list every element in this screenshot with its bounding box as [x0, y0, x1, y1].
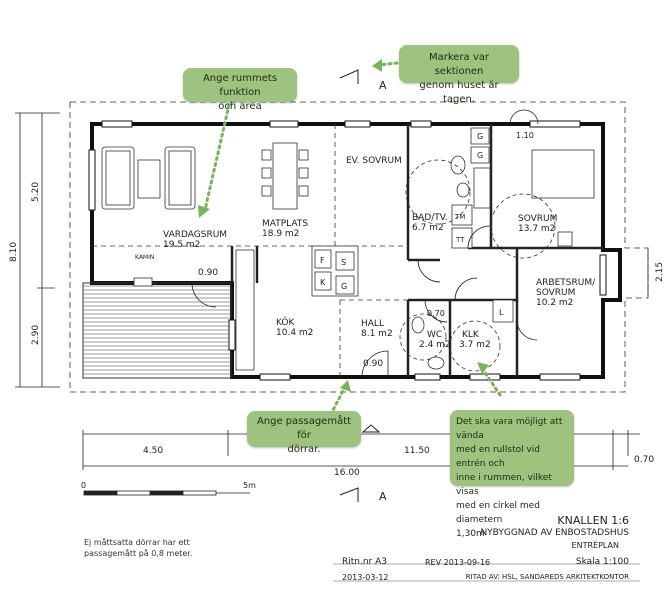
room-label-arbetsrum: ARBETSRUM/	[536, 278, 596, 288]
scale-end-label: 5m	[243, 481, 256, 490]
windows	[88, 120, 607, 381]
fixture-k: K	[320, 278, 326, 287]
section-label-top: A	[379, 79, 387, 92]
bathroom-fixtures	[411, 127, 595, 370]
callout-section-line1: Markera var sektionen	[428, 52, 490, 77]
title-subtitle: NYBYGGNAD AV ENBOSTADSHUS	[480, 528, 629, 538]
title-scale: Skala 1:100	[575, 557, 629, 567]
door-dim-1: 0.90	[198, 268, 218, 278]
room-area-hall: 8.1 m2	[361, 329, 393, 339]
room-label-klk: KLK	[462, 330, 480, 340]
title-revision: REV 2013-09-16	[425, 558, 491, 567]
dim-left-top: 5.20	[31, 182, 41, 202]
doors	[191, 109, 539, 378]
room-label-wc: WC	[427, 330, 442, 340]
room-area-vardagsrum: 19.5 m2	[163, 240, 200, 250]
wooden-deck	[82, 282, 232, 379]
scale-start-label: 0	[81, 481, 86, 490]
room-label-matplats: MATPLATS	[262, 219, 308, 229]
callout-passage-line1: Ange passagemått för	[256, 416, 352, 441]
title-drawing-no: Ritn.nr A3	[342, 557, 387, 567]
dim-bottom-mid: 11.50	[404, 446, 430, 456]
door-note-line2: passagemått på 0,8 meter.	[84, 549, 193, 558]
callout-arrowheads	[198, 59, 489, 392]
callout-passage-line2: dörrar.	[287, 444, 321, 455]
door-note-line1: Ej måttsatta dörrar har ett	[84, 538, 190, 547]
fixture-l: L	[499, 308, 504, 317]
dim-right: 2.15	[655, 262, 665, 282]
interior-walls	[230, 124, 603, 377]
door-note: Ej måttsatta dörrar har ett passagemått …	[84, 537, 192, 559]
callout-wheelchair-line3: inne i rummen, vilket visas	[456, 473, 552, 497]
room-area-kok: 10.4 m2	[276, 328, 313, 338]
callout-passage: Ange passagemått för dörrar.	[247, 411, 361, 455]
callout-section-line2: genom huset är tagen.	[419, 80, 499, 105]
fixture-tt: TT	[455, 236, 465, 244]
title-block-lines	[333, 563, 640, 582]
callout-section: Markera var sektionen genom huset är tag…	[399, 45, 519, 105]
room-label-vardagsrum: VARDAGSRUM	[163, 230, 227, 240]
room-area-arbetsrum: 10.2 m2	[536, 298, 573, 308]
door-dim-2: 0.90	[363, 359, 383, 369]
dim-bottom-left: 4.50	[143, 446, 163, 456]
door-dim-4: 1.10	[516, 131, 534, 140]
room-area-sovrum: 13.7 m2	[518, 224, 555, 234]
callout-wheelchair-line5: 1,30m	[456, 529, 485, 539]
dim-left-total: 8.10	[9, 242, 19, 262]
fixture-s: S	[341, 258, 346, 267]
title-project: KNALLEN 1:6	[557, 514, 629, 527]
callout-room-function-line2: och area	[218, 101, 262, 112]
callout-room-function: Ange rummets funktion och area	[183, 68, 297, 112]
dim-bottom-right: 0.70	[634, 455, 654, 465]
scale-bar	[83, 490, 250, 496]
callout-wheelchair-line1: Det ska vara möjligt att vända	[456, 417, 563, 441]
room-area-klk: 3.7 m2	[459, 340, 491, 350]
fixture-g-1: G	[477, 132, 483, 141]
fixture-g-3: G	[341, 282, 347, 291]
callout-room-function-line1: Ange rummets funktion	[202, 73, 278, 98]
room-area-wc: 2.4 m2	[419, 340, 451, 350]
kamin-label: KAMIN	[135, 254, 154, 261]
room-label-bad: BAD/TV.	[412, 213, 448, 223]
room-label-ev-sovrum: EV. SOVRUM	[346, 156, 402, 166]
section-markers	[339, 69, 381, 502]
roof-outline	[69, 101, 649, 393]
fixture-f: F	[320, 256, 325, 265]
title-date: 2013-03-12	[342, 573, 389, 582]
room-label-kok: KÖK	[276, 317, 295, 328]
room-area-bad: 6.7 m2	[412, 223, 444, 233]
kitchen-counter	[235, 245, 359, 371]
dim-left-bottom: 2.90	[31, 325, 41, 345]
living-furniture	[101, 142, 309, 287]
title-plan: ENTRÉPLAN	[571, 541, 619, 550]
wheelchair-turning-circles	[399, 159, 556, 372]
room-label-arbetsrum-2: SOVRUM	[536, 288, 575, 298]
door-dim-3: 0.70	[427, 309, 445, 318]
callout-wheelchair-line4: med en cirkel med diametern	[456, 501, 540, 525]
room-label-hall: HALL	[361, 319, 384, 329]
room-area-matplats: 18.9 m2	[262, 229, 299, 239]
callout-wheelchair: Det ska vara möjligt att vända med en ru…	[450, 410, 574, 539]
fixture-g-2: G	[477, 151, 483, 160]
room-label-sovrum: SOVRUM	[518, 214, 557, 224]
fixture-tm: TM	[454, 213, 465, 221]
callout-wheelchair-line2: med en rullstol vid entrén och	[456, 445, 541, 469]
title-drawn-by: RITAD AV: HSL, SANDAREDS ARKITEKTKONTOR	[465, 573, 629, 581]
section-label-bottom: A	[379, 490, 387, 503]
dim-bottom-total: 16.00	[334, 468, 360, 478]
